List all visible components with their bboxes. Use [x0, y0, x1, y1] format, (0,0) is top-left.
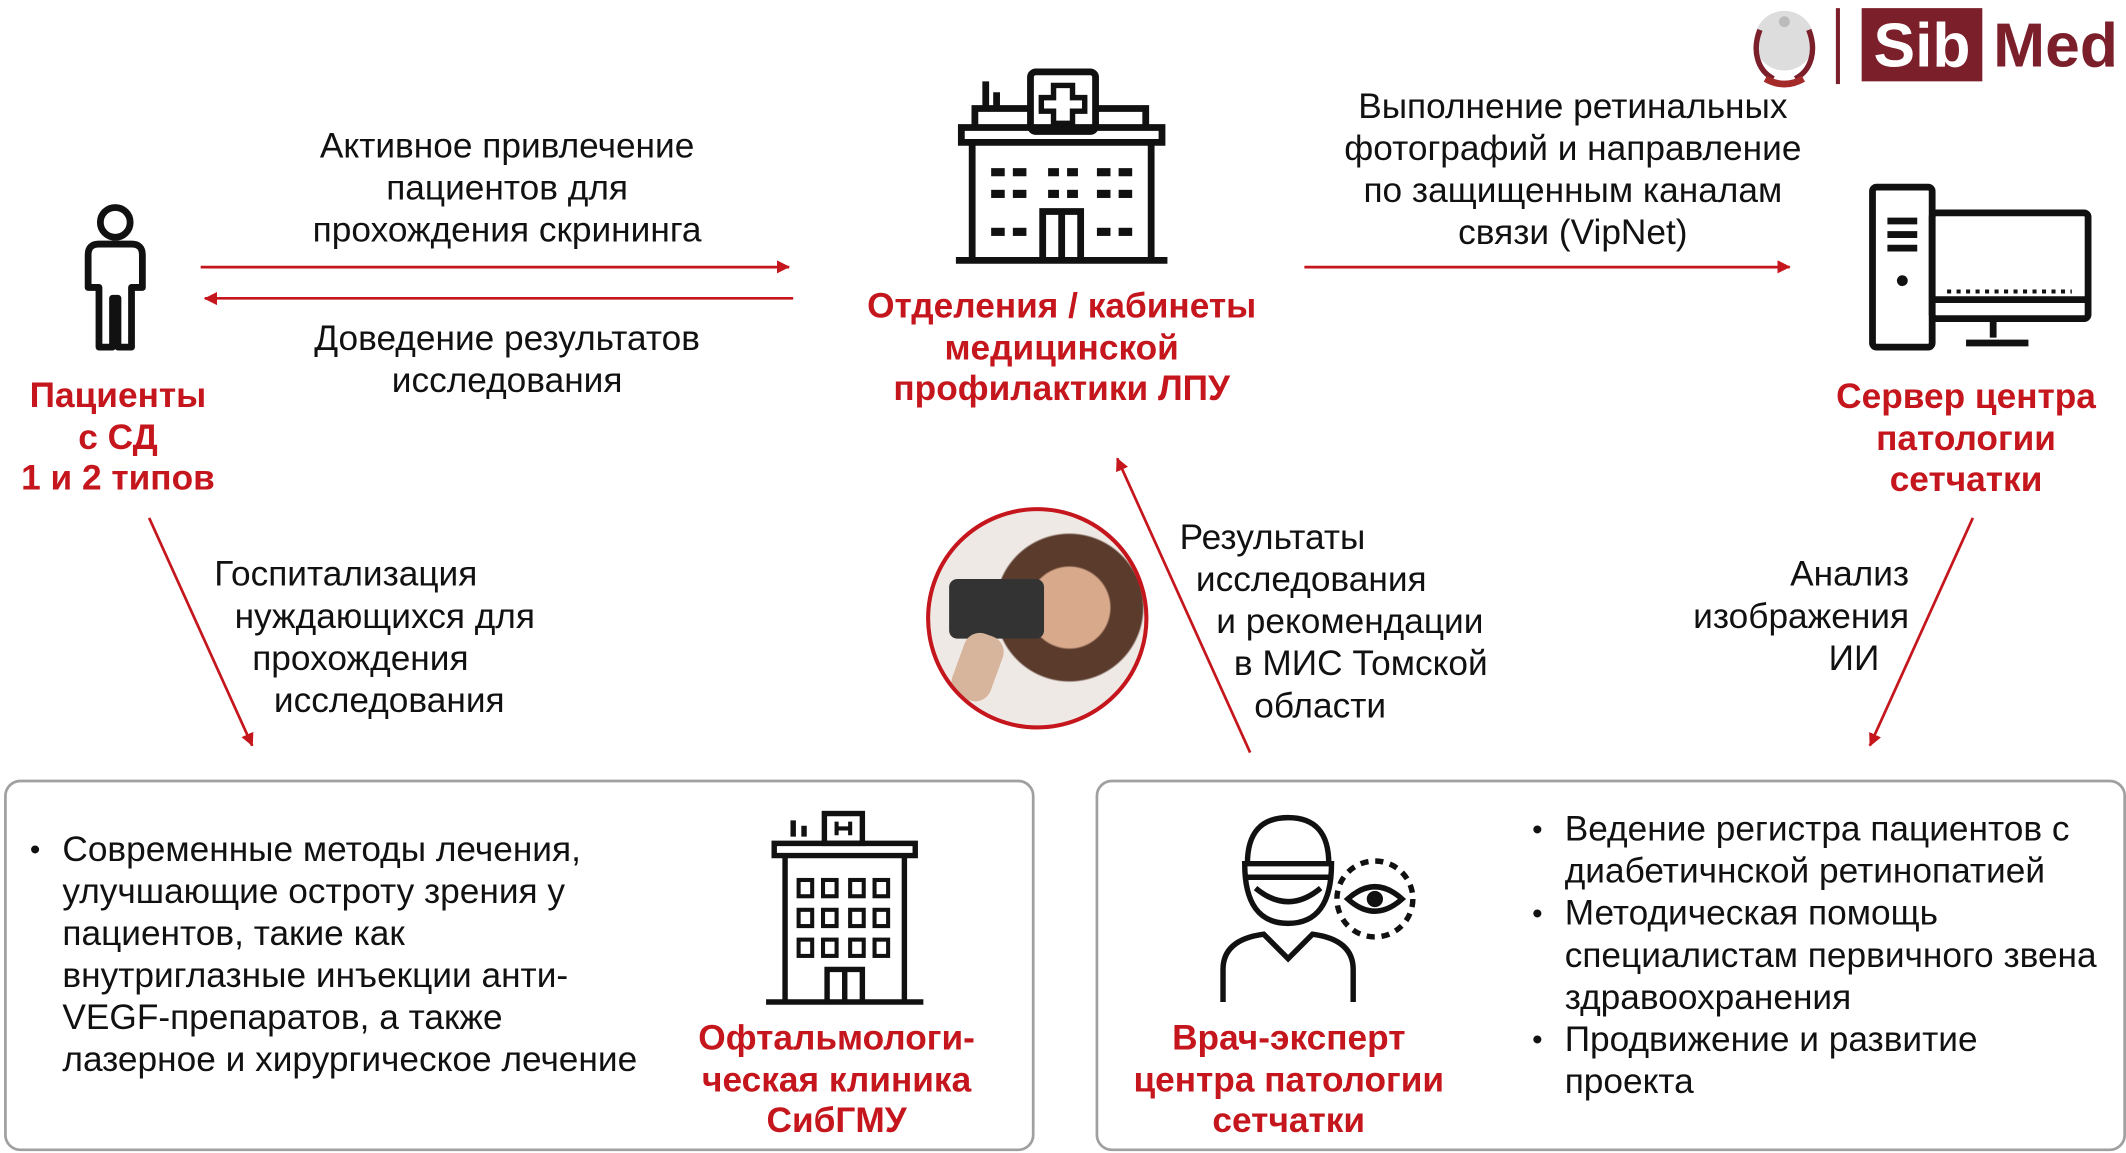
label-line: профилактики ЛПУ [893, 367, 1230, 409]
hospitalization-label: Госпитализация нуждающихся для прохожден… [203, 553, 576, 721]
photos-label: Выполнение ретинальных фотографий и напр… [1288, 85, 1857, 253]
label-line: прохождения [252, 637, 469, 678]
arrow-ai [1868, 517, 1975, 746]
label-line: Анализ [1790, 553, 1910, 594]
label-line: связи (VipNet) [1458, 211, 1688, 253]
ai-label: Анализ изображения ИИ [1600, 553, 1909, 679]
label-line: нуждающихся для [234, 595, 535, 636]
label-line: Врач-эксперт [1172, 1016, 1406, 1058]
mis-label: Результаты исследования и рекомендации в… [1177, 517, 1530, 727]
logo-divider [1835, 8, 1840, 85]
label-line: Результаты [1179, 516, 1366, 558]
label-line: ческая клиника [701, 1058, 972, 1099]
label-line: СибГМУ [766, 1099, 907, 1141]
logo-sib: Sib [1861, 8, 1983, 82]
label-line: фотографий и направление [1344, 127, 1802, 169]
bullet-item: Современные методы лечения, улучшающие о… [30, 828, 640, 1080]
label-line: исследования [1195, 558, 1427, 600]
hospital-icon [955, 68, 1168, 264]
arrow-mis [1117, 458, 1252, 754]
server-label: Сервер центра патологии сетчатки [1803, 376, 2126, 500]
label-line: по защищенным каналам [1363, 169, 1783, 211]
label-line: ИИ [1828, 637, 1880, 678]
label-line: исследования [391, 359, 623, 400]
label-line: области [1254, 684, 1387, 726]
server-computer-icon [1869, 183, 2092, 351]
patient-icon [84, 204, 146, 351]
label-line: прохождения скрининга [312, 208, 702, 250]
clinic-building-icon [766, 810, 924, 1005]
expert-bullets: Ведение регистра пациентов с диабетичнск… [1532, 808, 2101, 1102]
bullet-item: Методическая помощь специалистам первичн… [1532, 892, 2101, 1018]
label-line: с СД [78, 415, 158, 457]
label-line: изображения [1693, 595, 1910, 636]
fundus-camera [949, 578, 1045, 639]
bullet-item: Ведение регистра пациентов с диабетичнск… [1532, 808, 2101, 892]
patients-label: Пациенты с СД 1 и 2 типов [0, 374, 236, 498]
expert-label: Врач-эксперт центра патологии сетчатки [1096, 1017, 1482, 1141]
label-line: сетчатки [1212, 1099, 1366, 1141]
sibmed-logo: Sib Med [1746, 3, 2126, 90]
bullet-item: Продвижение и развитие проекта [1532, 1018, 2101, 1102]
label-line: Госпитализация [214, 553, 478, 594]
clinic-label: Офтальмологи- ческая клиника СибГМУ [664, 1017, 1008, 1141]
label-line: Сервер центра [1836, 375, 2096, 417]
lpu-label: Отделения / кабинеты медицинской профила… [818, 285, 1306, 409]
arrow-hospitalization [147, 517, 252, 746]
label-line: Доведение результатов [314, 317, 700, 358]
label-line: и рекомендации [1216, 600, 1484, 642]
label-line: исследования [273, 679, 505, 720]
doctor-eye-icon [1220, 814, 1416, 1003]
label-line: Активное привлечение [319, 124, 695, 166]
label-line: Пациенты [29, 374, 207, 415]
label-line: медицинской [944, 326, 1179, 367]
results-back-label: Доведение результатов исследования [236, 317, 778, 401]
label-line: Офтальмологи- [698, 1016, 975, 1058]
label-line: в МИС Томской [1233, 642, 1488, 684]
label-line: 1 и 2 типов [21, 456, 215, 498]
label-line: центра патологии [1133, 1058, 1445, 1099]
label-line: пациентов для [386, 166, 628, 208]
university-emblem-icon [1753, 10, 1816, 88]
recruit-label: Активное привлечение пациентов для прохо… [236, 125, 778, 251]
label-line: патологии [1876, 416, 2056, 458]
logo-med: Med [1993, 9, 2118, 80]
clinic-bullets: Современные методы лечения, улучшающие о… [30, 828, 640, 1080]
label-line: Выполнение ретинальных [1358, 85, 1788, 127]
label-line: Отделения / кабинеты [867, 284, 1257, 326]
label-line: сетчатки [1889, 458, 2043, 499]
eye-screening-photo [926, 507, 1149, 730]
